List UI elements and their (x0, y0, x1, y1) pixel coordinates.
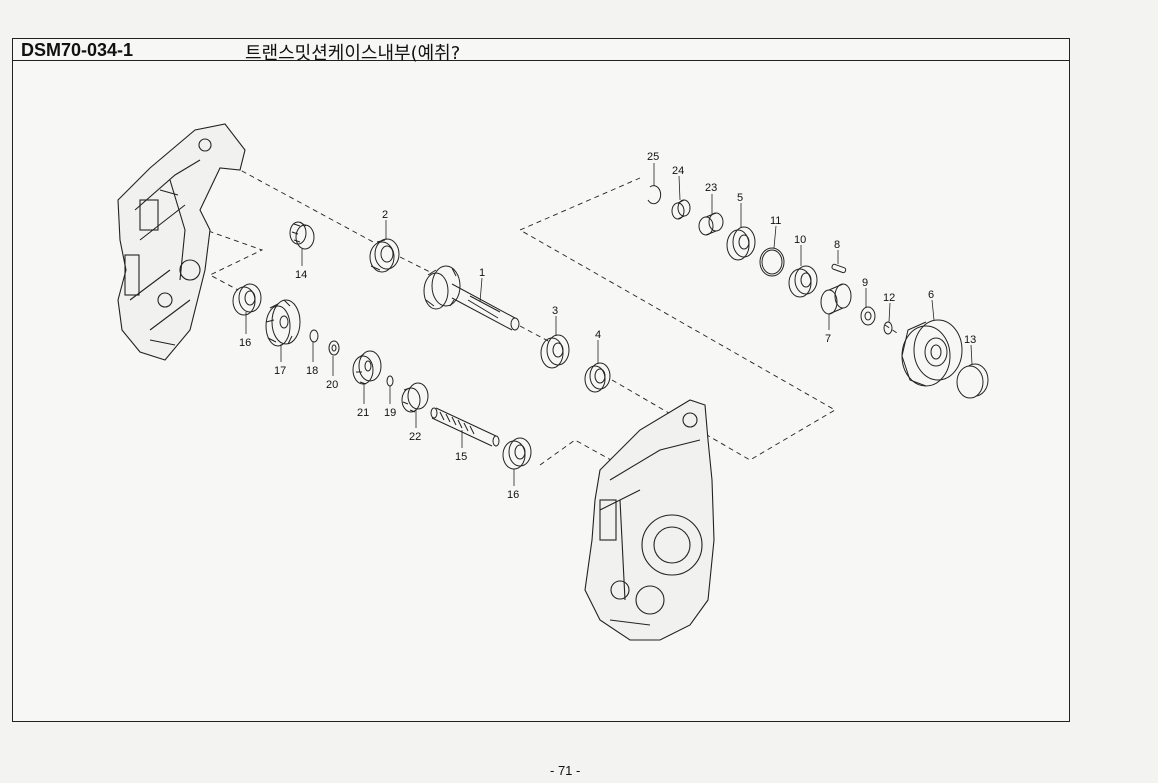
callout-2: 2 (382, 209, 388, 221)
page-number: - 71 - (550, 763, 581, 778)
part-18-circlip (309, 329, 319, 343)
callout-22: 22 (409, 431, 421, 443)
right-case-half (584, 399, 715, 641)
part-10-bearing (788, 265, 818, 298)
callout-23: 23 (705, 182, 717, 194)
part-3-bearing (540, 334, 570, 369)
callout-18: 18 (306, 365, 318, 377)
document-code: DSM70-034-1 (21, 40, 134, 60)
part-2-bearing (369, 238, 400, 273)
callout-24: 24 (672, 165, 684, 177)
part-9-bearing (860, 306, 876, 326)
callout-4: 4 (595, 329, 601, 341)
part-12-circlip (883, 321, 893, 335)
callout-15: 15 (455, 451, 467, 463)
part-25-circlip (647, 185, 662, 205)
part-16-bearing (232, 283, 262, 316)
left-case-half (117, 123, 246, 361)
callout-8: 8 (834, 239, 840, 251)
part-13-cap (956, 363, 989, 399)
part-17-gear (265, 299, 301, 347)
callout-9: 9 (862, 277, 868, 289)
callout-7: 7 (825, 333, 831, 345)
part-20-washer (328, 340, 340, 356)
assembly-guide-lines (199, 157, 901, 466)
part-23-sleeve (698, 212, 724, 236)
callout-3: 3 (552, 305, 558, 317)
part-7-collar (820, 283, 852, 315)
callout-19: 19 (384, 407, 396, 419)
document-title: 트랜스밋션케이스내부(예취? (245, 43, 461, 64)
part-19-circlip (386, 375, 394, 387)
callout-20: 20 (326, 379, 338, 391)
callout-16-lower: 16 (507, 489, 519, 501)
part-16-bearing-lower (502, 437, 532, 470)
callout-1: 1 (479, 267, 485, 279)
part-5-bearing (726, 226, 756, 261)
part-11-snap-ring (759, 247, 785, 277)
callout-5: 5 (737, 192, 743, 204)
callout-21: 21 (357, 407, 369, 419)
callout-16: 16 (239, 337, 251, 349)
part-4-oil-seal (584, 362, 611, 393)
part-24-bushing (671, 199, 691, 220)
callout-13: 13 (964, 334, 976, 346)
part-1-main-shaft (423, 265, 520, 331)
part-15-splined-shaft (430, 407, 500, 447)
callout-12: 12 (883, 292, 895, 304)
callout-6: 6 (928, 289, 934, 301)
callout-10: 10 (794, 234, 806, 246)
part-14-pinion-gear (289, 221, 315, 250)
part-8-key (831, 263, 847, 274)
callout-labels: 25 24 23 5 11 10 8 9 12 6 13 7 2 1 14 3 … (239, 151, 976, 501)
callout-25: 25 (647, 151, 659, 163)
callout-17: 17 (274, 365, 286, 377)
part-21-gear (352, 350, 382, 385)
title-bar: DSM70-034-1 트랜스밋션케이스내부(예취? (13, 39, 1069, 64)
callout-14: 14 (295, 269, 307, 281)
callout-leaders (245, 163, 973, 486)
callout-11: 11 (770, 215, 781, 227)
part-22-gear (401, 382, 429, 413)
part-6-pulley (901, 319, 963, 387)
